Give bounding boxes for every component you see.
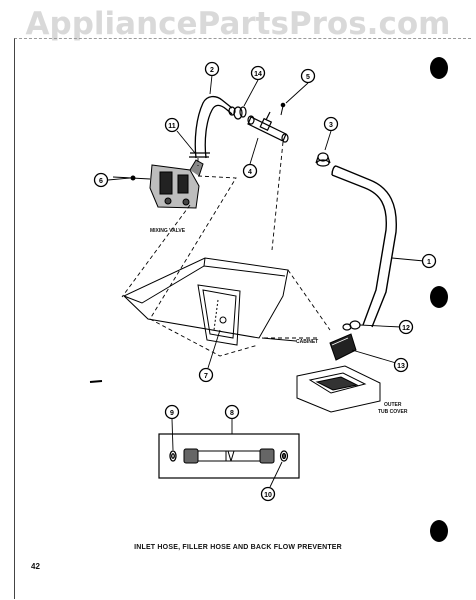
svg-text:14: 14 <box>254 71 262 78</box>
watermark: AppliancePartsPros.com <box>25 6 451 42</box>
outlet-elbow-part <box>329 333 357 361</box>
svg-text:4: 4 <box>248 169 252 176</box>
svg-text:6: 6 <box>99 178 103 185</box>
callout-4: 4 <box>242 163 258 179</box>
inlet-hose-assembly-part <box>183 448 275 464</box>
svg-text:8: 8 <box>230 410 234 417</box>
hose-clamp-part <box>233 106 247 120</box>
diagram-caption: INLET HOSE, FILLER HOSE AND BACK FLOW PR… <box>134 544 342 551</box>
filler-hose-part <box>189 95 236 159</box>
callout-6: 6 <box>93 172 109 188</box>
svg-text:11: 11 <box>168 123 176 130</box>
callout-9: 9 <box>164 404 180 420</box>
hose-clamp-lower-part <box>342 320 361 331</box>
svg-text:13: 13 <box>397 363 405 370</box>
svg-text:9: 9 <box>170 410 174 417</box>
callout-11: 11 <box>164 117 180 133</box>
callout-3: 3 <box>323 116 339 132</box>
binder-hole-top <box>430 57 448 79</box>
svg-text:10: 10 <box>264 492 272 499</box>
callout-8: 8 <box>224 404 240 420</box>
callout-2: 2 <box>204 61 220 77</box>
filter-screen-part <box>279 450 289 462</box>
page-number: 42 <box>31 562 40 571</box>
page-frame <box>14 38 471 599</box>
explosion-leader-lines <box>121 141 331 357</box>
callout-7: 7 <box>198 367 214 383</box>
mixing-valve-label: MIXING VALVE <box>150 228 186 234</box>
svg-text:3: 3 <box>329 122 333 129</box>
stray-mark <box>89 380 103 383</box>
inlet-hose-part <box>331 165 397 328</box>
outer-tub-cover-label-line1: OUTER <box>384 402 402 408</box>
binder-hole-middle <box>430 286 448 308</box>
outer-tub-cover-label-line2: TUB COVER <box>378 409 408 415</box>
callout-1: 1 <box>421 253 437 269</box>
cabinet-label: CABINET <box>296 339 318 345</box>
svg-text:12: 12 <box>402 325 410 332</box>
callout-14: 14 <box>250 65 266 81</box>
svg-text:7: 7 <box>204 373 208 380</box>
svg-text:1: 1 <box>427 259 431 266</box>
back-flow-preventer-part <box>247 111 289 143</box>
inlet-hose-assembly-frame <box>158 433 300 479</box>
mixing-valve-part <box>112 159 204 209</box>
cabinet-part <box>123 257 289 346</box>
outer-tub-cover <box>296 365 381 413</box>
callout-12: 12 <box>398 319 414 335</box>
callout-5: 5 <box>300 68 316 84</box>
screw-part <box>280 102 286 116</box>
callout-13: 13 <box>393 357 409 373</box>
svg-text:5: 5 <box>306 74 310 81</box>
binder-hole-bottom <box>430 520 448 542</box>
washer-part <box>169 450 177 462</box>
callout-leaders <box>107 74 425 488</box>
clamp-part <box>315 152 331 167</box>
callout-10: 10 <box>260 486 276 502</box>
svg-text:2: 2 <box>210 67 214 74</box>
